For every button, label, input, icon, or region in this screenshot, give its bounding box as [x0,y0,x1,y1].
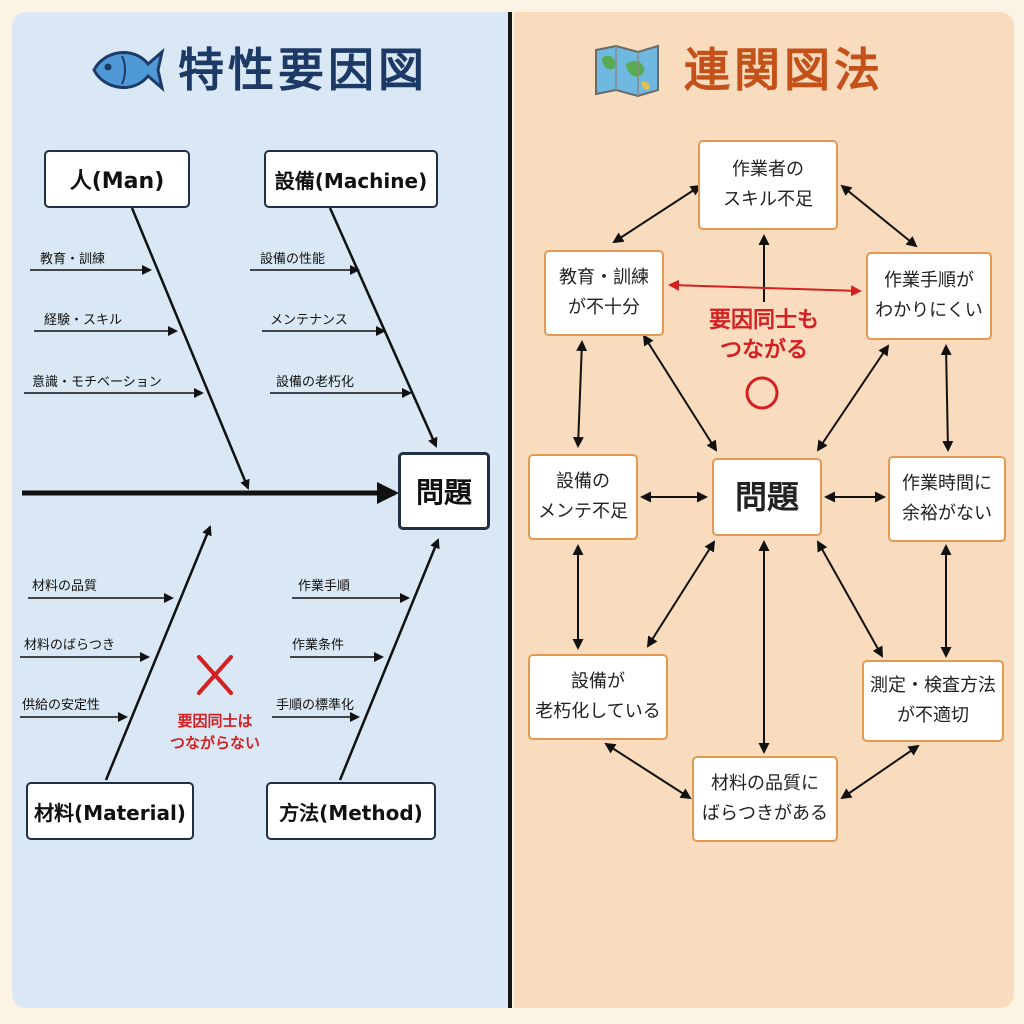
circle-mark [745,376,779,410]
arrow-skill-procedure [840,184,918,248]
node-skill: 作業者の スキル不足 [698,140,838,230]
factor-label: 意識・モチベーション [32,375,162,390]
category-method: 方法(Method) [266,782,436,840]
relation-note: 要因同士も つながる [708,308,819,363]
relation-title: 連関図法 [684,43,884,97]
bone-method [338,538,440,781]
arrow-education-maintenance [572,340,588,448]
factor-label: 設備の性能 [260,252,326,267]
fishbone-title: 特性要因図 [178,43,428,97]
node-maintenance: 設備の メンテ不足 [528,454,638,540]
factor-label: 作業条件 [292,638,345,653]
relation-problem-box: 問題 [712,458,822,536]
factor-label: 経験・スキル [44,313,123,328]
node-inspection: 測定・検査方法 が不適切 [862,660,1004,742]
factor-label: 材料のばらつき [24,638,116,653]
fish-icon [92,47,165,93]
bone-material [104,525,212,781]
arrow-procedure-time [940,344,954,452]
factor-label: 材料の品質 [32,579,98,594]
node-time: 作業時間に 余裕がない [888,456,1006,542]
factor-label: 設備の老朽化 [276,375,355,390]
bone-man [130,207,250,490]
arrow-aging-material [604,742,692,800]
node-education: 教育・訓練 が不十分 [544,250,664,336]
factor-label: 手順の標準化 [276,698,355,713]
cross-mark [197,655,233,695]
node-material: 材料の品質に ばらつきがある [692,756,838,842]
arrow-inspection-material [840,744,920,800]
panel-divider [508,12,512,1008]
arrow-procedure-problem [816,344,890,452]
map-icon [595,44,659,98]
factor-label: 作業手順 [298,579,351,594]
category-machine: 設備(Machine) [264,150,438,208]
fishbone-note: 要因同士は つながらない [169,712,260,752]
fishbone-problem-box: 問題 [398,452,490,530]
node-procedure: 作業手順が わかりにくい [866,252,992,340]
factor-label: メンテナンス [270,313,348,328]
arrow-problem-aging [646,540,716,648]
arrow-education-problem [642,334,718,452]
node-aging: 設備が 老朽化している [528,654,668,740]
arrow-education-procedure-red [668,279,862,297]
factor-label: 教育・訓練 [40,252,106,267]
category-material: 材料(Material) [26,782,194,840]
arrow-skill-education [612,184,702,244]
arrow-problem-inspection [817,540,883,658]
category-man: 人(Man) [44,150,190,208]
factor-label: 供給の安定性 [22,698,101,713]
